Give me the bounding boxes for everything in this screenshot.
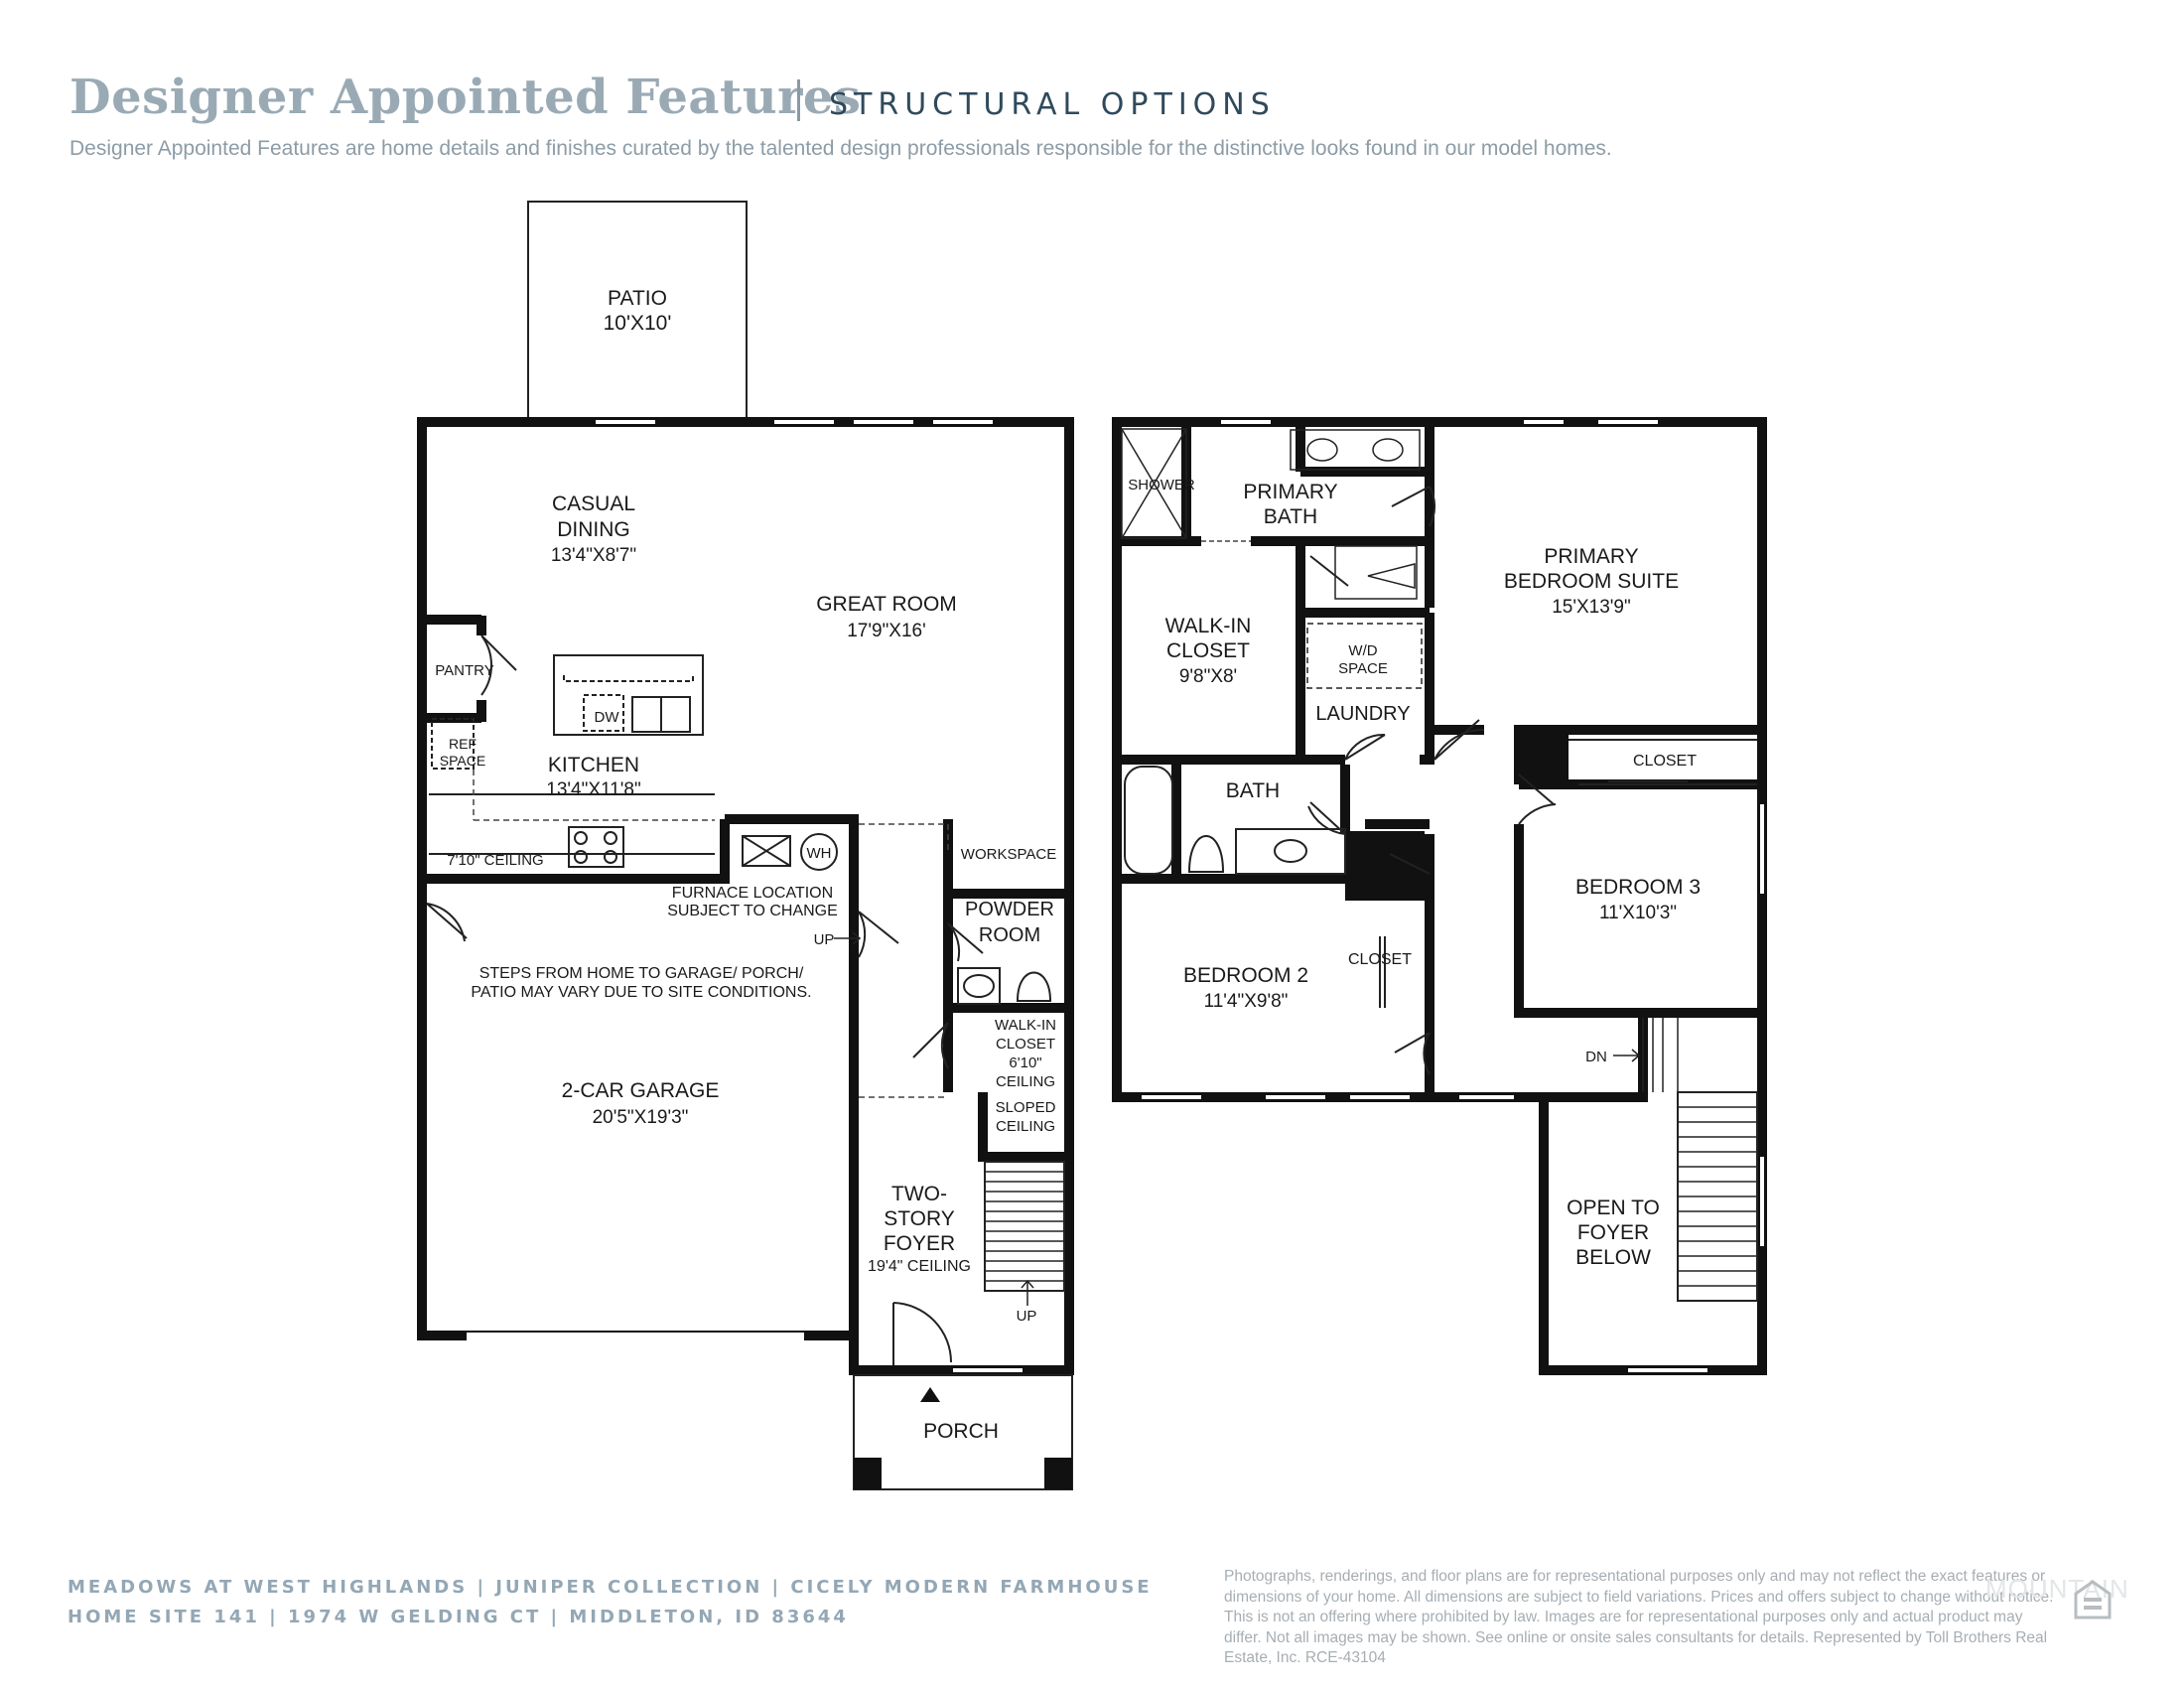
open-foyer-label-2: FOYER [1577,1221,1649,1244]
primary-bath-label-2: BATH [1264,505,1317,528]
walkin-closet-2f-dims: 9'8"X8' [1179,666,1237,687]
shower-fixture [1121,428,1423,689]
second-floor-windows [1142,420,1764,1372]
foyer-ceiling: 19'4" CEILING [868,1258,971,1275]
primary-suite-label-2: BEDROOM SUITE [1504,570,1679,593]
powder-room-label-1: POWDER [965,899,1054,920]
primary-suite-label-1: PRIMARY [1544,545,1638,568]
patio-label: PATIO [608,287,667,310]
walkin-closet-1f-3: 6'10" [1009,1055,1041,1071]
kitchen-label: KITCHEN [548,754,639,776]
upper-stairs [1642,1018,1758,1302]
closet-b2-label: CLOSET [1348,951,1412,968]
casual-dining-dims: 13'4"X8'7" [551,545,636,566]
steps-note-1: STEPS FROM HOME TO GARAGE/ PORCH/ [479,965,804,982]
patio-dims: 10'X10' [604,312,672,335]
sloped-ceiling-1: SLOPED [996,1099,1056,1116]
first-floor: PATIO 10'X10' CASUAL DINING 13'4"X8'7" G… [417,201,1074,1490]
casual-dining-label-2: DINING [557,518,630,541]
workspace-label: WORKSPACE [961,846,1056,863]
first-floor-doors [426,634,984,1365]
garage-label: 2-CAR GARAGE [562,1079,720,1102]
porch-label: PORCH [923,1420,999,1443]
steps-note-2: PATIO MAY VARY DUE TO SITE CONDITIONS. [471,984,811,1001]
bedroom2-label: BEDROOM 2 [1183,964,1308,987]
kitchen-counters [429,654,838,871]
great-room-dims: 17'9"X16' [847,621,926,641]
open-foyer-label-1: OPEN TO [1567,1196,1660,1219]
page-description: Designer Appointed Features are home det… [69,137,1612,160]
bath-fixtures [1124,739,1757,1008]
wd-space-label-2: SPACE [1338,660,1388,677]
water-heater-label: WH [807,845,832,862]
furnace-note-1: FURNACE LOCATION [672,885,833,902]
walkin-closet-1f-4: CEILING [996,1073,1055,1090]
foyer-stairs [984,1161,1065,1292]
foyer-label-3: FOYER [884,1232,955,1255]
foyer-label-2: STORY [884,1207,955,1230]
up-label-stairs: UP [1017,1308,1037,1325]
sloped-ceiling-2: CEILING [996,1118,1055,1135]
walkin-closet-1f-1: WALK-IN [995,1017,1056,1034]
bedroom2-dims: 11'4"X9'8" [1204,991,1289,1012]
first-floor-windows [467,420,1023,1372]
bedroom3-label: BEDROOM 3 [1575,876,1701,899]
page-title: Designer Appointed Features [69,70,862,125]
dw-label: DW [595,709,620,726]
wd-space-label-1: W/D [1348,642,1377,659]
open-foyer-label-3: BELOW [1575,1246,1651,1269]
ceiling-note: 7'10" CEILING [447,852,543,869]
second-floor: SHOWER PRIMARY BATH PRIMARY BEDROOM SUIT… [1112,417,1767,1375]
shower-label: SHOWER [1128,477,1195,493]
second-floor-walls [1112,417,1767,1375]
pantry-label: PANTRY [435,662,493,679]
laundry-label: LAUNDRY [1315,703,1410,725]
porch-outline [853,1374,1073,1490]
walkin-closet-2f-label-1: WALK-IN [1165,615,1252,637]
equal-housing-opportunity-icon [2074,1580,2112,1619]
walkin-closet-2f-label-2: CLOSET [1166,639,1250,662]
up-label-garage: UP [814,931,835,948]
closet-top-label: CLOSET [1633,753,1697,770]
footer-address-line: HOME SITE 141 | 1974 W GELDING CT | MIDD… [68,1607,849,1627]
great-room-label: GREAT ROOM [816,593,957,616]
dn-label: DN [1585,1049,1607,1065]
foyer-label-1: TWO- [891,1183,947,1205]
bedroom3-dims: 11'X10'3" [1599,903,1677,923]
primary-suite-dims: 15'X13'9" [1552,597,1631,618]
kitchen-dims: 13'4"X11'8" [546,779,640,800]
title-divider [797,79,800,121]
furnace-note-2: SUBJECT TO CHANGE [667,903,838,919]
patio-outline [527,201,748,421]
powder-room-label-2: ROOM [979,924,1040,946]
page-subtitle: STRUCTURAL OPTIONS [829,87,1276,122]
casual-dining-label-1: CASUAL [552,492,635,515]
legal-disclaimer: Photographs, renderings, and floor plans… [1224,1568,2054,1666]
garage-dims: 20'5"X19'3" [593,1107,689,1128]
footer-community-line: MEADOWS AT WEST HIGHLANDS | JUNIPER COLL… [68,1577,1153,1598]
bath-label: BATH [1226,779,1280,802]
walkin-closet-1f-2: CLOSET [996,1036,1055,1053]
ref-space-label-2: SPACE [440,753,485,769]
primary-bath-label-1: PRIMARY [1243,481,1337,503]
powder-room-fixtures [957,967,1052,1005]
ref-space-label-1: REF [449,736,477,752]
